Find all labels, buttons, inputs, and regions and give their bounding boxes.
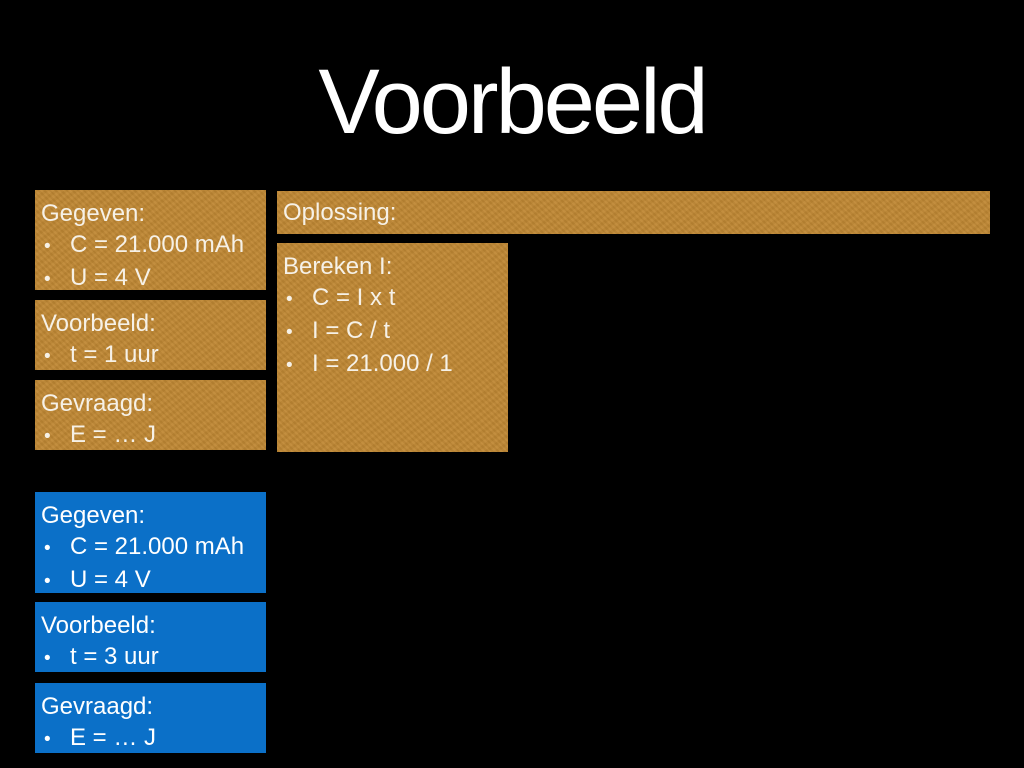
bullet-line: • E = … J — [41, 419, 260, 450]
box-title: Gegeven: — [41, 200, 146, 227]
bullet-glyph: • — [44, 648, 51, 669]
box-title: Gevraagd: — [41, 693, 154, 720]
bullet-glyph: • — [44, 346, 51, 367]
bullet-line: • t = 3 uur — [41, 641, 260, 672]
bullet-glyph: • — [44, 538, 51, 559]
line-text: C = 21.000 mAh — [70, 231, 245, 258]
box-title: Gevraagd: — [41, 390, 154, 417]
line-text: I = 21.000 / 1 — [312, 350, 453, 377]
box-title: Voorbeeld: — [41, 310, 156, 337]
line-text: U = 4 V — [70, 264, 151, 290]
bullet-glyph: • — [44, 729, 51, 750]
bullet-line: • I = C / t — [283, 315, 502, 348]
line-text: C = I x t — [312, 284, 396, 311]
bullet-glyph: • — [44, 426, 51, 447]
gegeven-box-blue: Gegeven: • C = 21.000 mAh • U = 4 V — [35, 492, 266, 593]
bullet-line: • E = … J — [41, 722, 260, 753]
line-text: t = 3 uur — [70, 643, 159, 670]
voorbeeld-box-orange: Voorbeeld: • t = 1 uur — [35, 300, 266, 370]
bullet-glyph: • — [44, 571, 51, 592]
gevraagd-box-orange: Gevraagd: • E = … J — [35, 380, 266, 450]
box-title: Oplossing: — [283, 199, 397, 226]
gegeven-box-orange: Gegeven: • C = 21.000 mAh • U = 4 V — [35, 190, 266, 290]
bullet-line: • C = 21.000 mAh — [41, 531, 260, 564]
bullet-glyph: • — [44, 269, 51, 290]
box-title: Gegeven: — [41, 502, 146, 529]
slide-title: Voorbeeld — [318, 51, 708, 153]
line-text: E = … J — [70, 724, 157, 751]
bullet-glyph: • — [286, 322, 293, 343]
bullet-line: • U = 4 V — [41, 262, 260, 290]
bullet-line: • U = 4 V — [41, 564, 260, 593]
line-text: U = 4 V — [70, 566, 151, 593]
box-title: Voorbeeld: — [41, 612, 156, 639]
line-text: C = 21.000 mAh — [70, 533, 245, 560]
bullet-line: • C = I x t — [283, 282, 502, 315]
line-text: I = C / t — [312, 317, 391, 344]
voorbeeld-box-blue: Voorbeeld: • t = 3 uur — [35, 602, 266, 672]
bullet-glyph: • — [286, 289, 293, 310]
bullet-glyph: • — [44, 236, 51, 257]
box-title: Bereken I: — [283, 253, 393, 280]
line-text: t = 1 uur — [70, 341, 159, 368]
line-text: E = … J — [70, 421, 157, 448]
bereken-box-orange: Bereken I: • C = I x t • I = C / t • I =… — [277, 243, 508, 452]
bullet-line: • C = 21.000 mAh — [41, 229, 260, 262]
oplossing-header-bar: Oplossing: — [277, 191, 990, 234]
gevraagd-box-blue: Gevraagd: • E = … J — [35, 683, 266, 753]
bullet-line: • t = 1 uur — [41, 339, 260, 370]
bullet-line: • I = 21.000 / 1 — [283, 348, 502, 381]
bullet-glyph: • — [286, 355, 293, 376]
